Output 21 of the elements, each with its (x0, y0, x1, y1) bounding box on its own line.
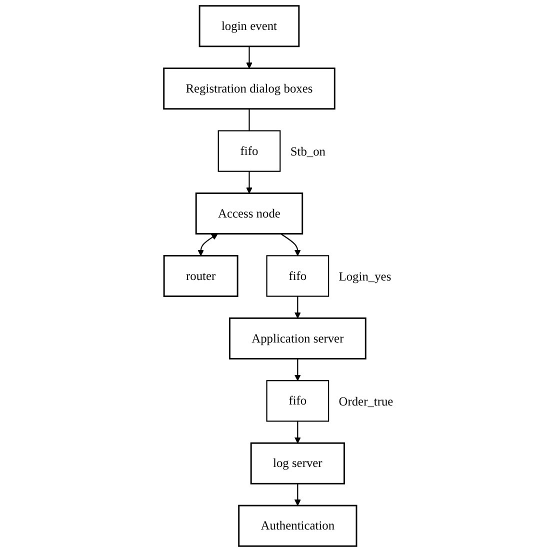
process-box: Authentication (238, 504, 358, 547)
arrow (294, 484, 302, 506)
process-box: router (164, 255, 239, 297)
arrow (294, 296, 302, 318)
arrow (246, 171, 253, 194)
process-box: log server (250, 442, 346, 484)
arrow (198, 234, 218, 256)
arrow (294, 358, 302, 381)
queue-box: fifo (266, 255, 330, 297)
arrow (246, 46, 253, 69)
queue-box: fifo (266, 380, 330, 422)
signal-label: Login_yes (339, 269, 392, 284)
process-box: login event (199, 5, 300, 48)
process-box: Application server (229, 317, 367, 360)
arrow (294, 421, 302, 444)
queue-box: fifo (218, 130, 282, 172)
process-box: Registration dialog boxes (164, 68, 336, 110)
signal-label: Order_true (339, 394, 394, 408)
signal-label: Stb_on (290, 144, 326, 158)
process-box: Access node (196, 192, 304, 235)
arrow (280, 233, 302, 256)
